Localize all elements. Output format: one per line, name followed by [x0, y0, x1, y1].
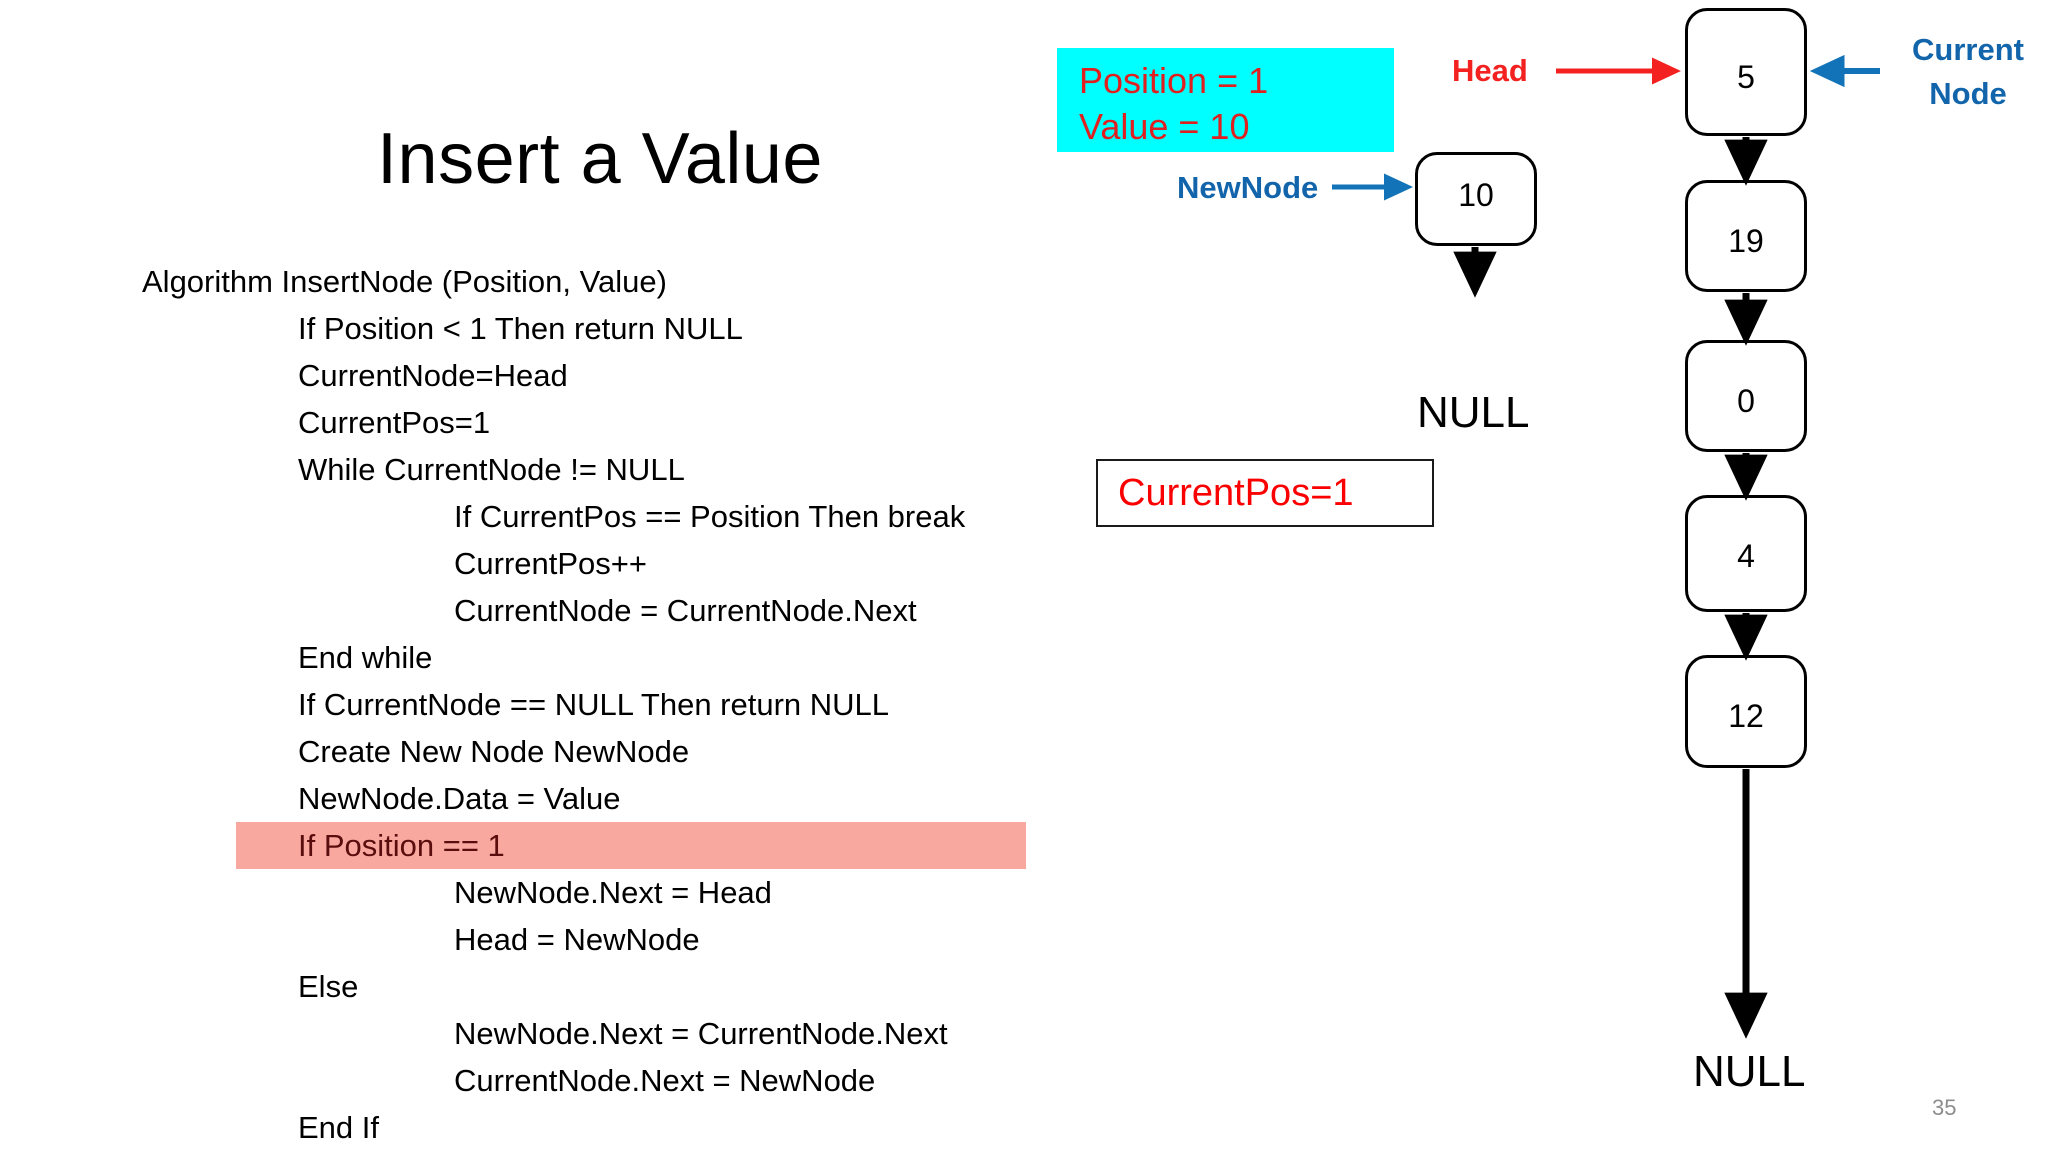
new-node-null-label: NULL: [1417, 388, 1530, 437]
algorithm-line: If Position < 1 Then return NULL: [298, 311, 743, 346]
currentnode-label-line2: Node: [1929, 76, 2007, 111]
algorithm-line: NewNode.Data = Value: [298, 781, 621, 816]
algorithm-line: If CurrentNode == NULL Then return NULL: [298, 687, 890, 722]
algorithm-line: CurrentNode = CurrentNode.Next: [454, 593, 917, 628]
algorithm-line: Else: [298, 969, 359, 1004]
algorithm-line: Create New Node NewNode: [298, 734, 690, 769]
parameter-position: Position = 1: [1079, 60, 1269, 101]
page-title: Insert a Value: [377, 119, 823, 199]
list-tail-null-label: NULL: [1693, 1047, 1806, 1096]
list-node-value: 12: [1728, 698, 1764, 734]
algorithm-line: End while: [298, 640, 433, 675]
algorithm-line: While CurrentNode != NULL: [298, 452, 685, 487]
currentnode-pointer-label: Current Node: [1893, 28, 2043, 116]
algorithm-line: CurrentPos++: [454, 546, 647, 581]
new-node-box: 10: [1415, 152, 1537, 246]
list-node-value: 19: [1728, 223, 1764, 259]
list-node-box: 4: [1685, 495, 1807, 612]
newnode-pointer-label: NewNode: [1177, 170, 1319, 205]
list-node-value: 0: [1737, 383, 1755, 419]
new-node-value: 10: [1458, 177, 1494, 213]
algorithm-line-highlighted: If Position == 1: [236, 822, 1026, 869]
list-node-box: 12: [1685, 655, 1807, 768]
list-node-box: 19: [1685, 180, 1807, 292]
parameters-info-box: Position = 1 Value = 10: [1057, 48, 1394, 152]
list-node-box: 5: [1685, 8, 1807, 136]
list-node-value: 4: [1737, 538, 1755, 574]
page-number: 35: [1932, 1095, 1957, 1120]
parameter-value: Value = 10: [1079, 106, 1250, 147]
algorithm-line: CurrentNode.Next = NewNode: [454, 1063, 876, 1098]
currentnode-label-line1: Current: [1912, 32, 2024, 67]
algorithm-line: Head = NewNode: [454, 922, 700, 957]
algorithm-line: CurrentNode=Head: [298, 358, 568, 393]
algorithm-line: If CurrentPos == Position Then break: [454, 499, 966, 534]
algorithm-line: End If: [298, 1110, 379, 1145]
currentpos-state-box: CurrentPos=1: [1096, 459, 1434, 527]
algorithm-line: Algorithm InsertNode (Position, Value): [142, 264, 667, 299]
algorithm-line: CurrentPos=1: [298, 405, 491, 440]
list-node-value: 5: [1737, 59, 1755, 95]
head-pointer-label: Head: [1452, 53, 1528, 88]
algorithm-block: Algorithm InsertNode (Position, Value) If…: [142, 258, 1072, 1151]
list-node-box: 0: [1685, 340, 1807, 452]
algorithm-line: NewNode.Next = CurrentNode.Next: [454, 1016, 948, 1051]
currentpos-value-text: CurrentPos=1: [1118, 471, 1354, 514]
algorithm-line: NewNode.Next = Head: [454, 875, 772, 910]
